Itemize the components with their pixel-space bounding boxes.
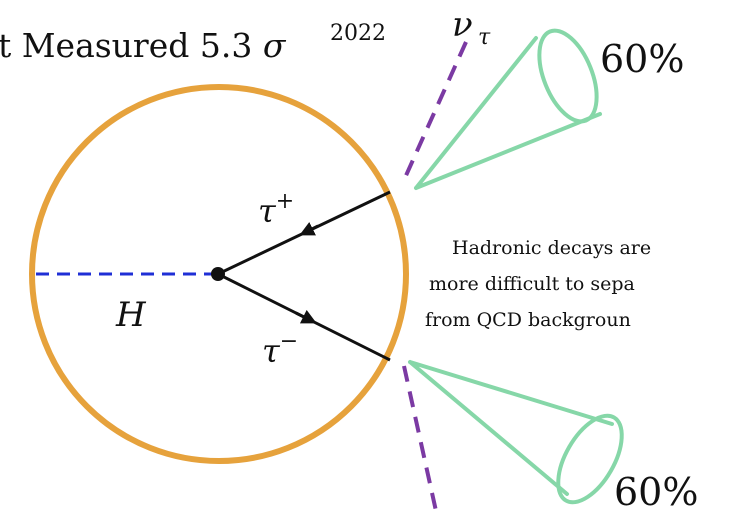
jet-cone-top	[414, 36, 602, 190]
tau-plus-arrow	[299, 221, 319, 236]
jet-cone-top-rim	[537, 28, 599, 124]
higgs-label: H	[115, 295, 147, 335]
jet-cone-bottom-rim	[556, 413, 624, 505]
detector-circle	[29, 84, 409, 464]
note-line-3: from QCD backgroun	[425, 309, 631, 331]
neutrino-subscript: τ	[478, 25, 491, 50]
percent-bottom: 60%	[614, 470, 698, 511]
tau-minus-label: τ−	[262, 329, 298, 370]
neutrino-label: ν	[452, 5, 473, 45]
title-text: t Measured 5.3 σ	[0, 26, 287, 65]
neutrino-line-top	[402, 41, 468, 181]
tau-plus-label: τ+	[258, 189, 294, 230]
note-line-1: Hadronic decays are	[452, 237, 651, 259]
tau-minus-arrow	[295, 309, 317, 324]
note-line-2: more difficult to sepa	[429, 273, 635, 295]
neutrino-line-bottom	[402, 365, 438, 511]
jet-cone-bottom	[408, 360, 614, 496]
vertex-dot	[211, 267, 225, 281]
tau-plus-line	[217, 190, 391, 276]
percent-top: 60%	[600, 37, 684, 81]
title-year: 2022	[330, 21, 386, 46]
